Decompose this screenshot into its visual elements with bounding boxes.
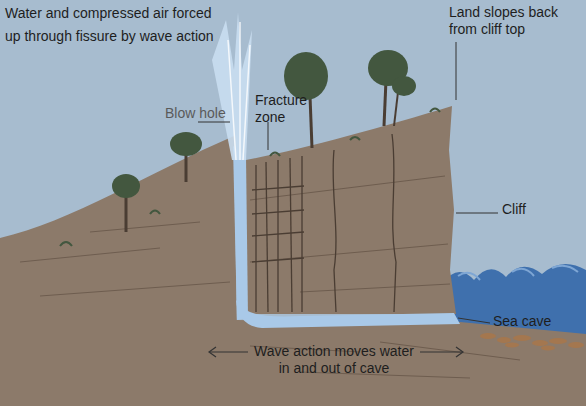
callout-text: Water and compressed air forced up throu… <box>5 2 220 48</box>
wave-crests <box>458 266 578 280</box>
sea-floor <box>236 320 586 406</box>
part-label: Blow hole <box>165 105 255 122</box>
part-label: Fracture zone <box>255 92 313 126</box>
fracture-lines <box>252 134 396 312</box>
sea-cave <box>236 300 460 328</box>
cliff-block <box>246 106 456 314</box>
part-label: Sea cave <box>493 313 583 330</box>
trees <box>60 50 440 246</box>
leader-lines <box>198 42 498 323</box>
beach-rocks <box>480 333 584 351</box>
fissure <box>233 146 248 320</box>
callout-text: Land slopes back from cliff top <box>449 4 569 38</box>
callout-text: Wave action moves water in and out of ca… <box>250 343 418 377</box>
left-hill <box>0 136 238 406</box>
blowhole-spray <box>212 12 252 160</box>
strata-lines <box>20 176 520 378</box>
part-label: Cliff <box>502 201 562 218</box>
